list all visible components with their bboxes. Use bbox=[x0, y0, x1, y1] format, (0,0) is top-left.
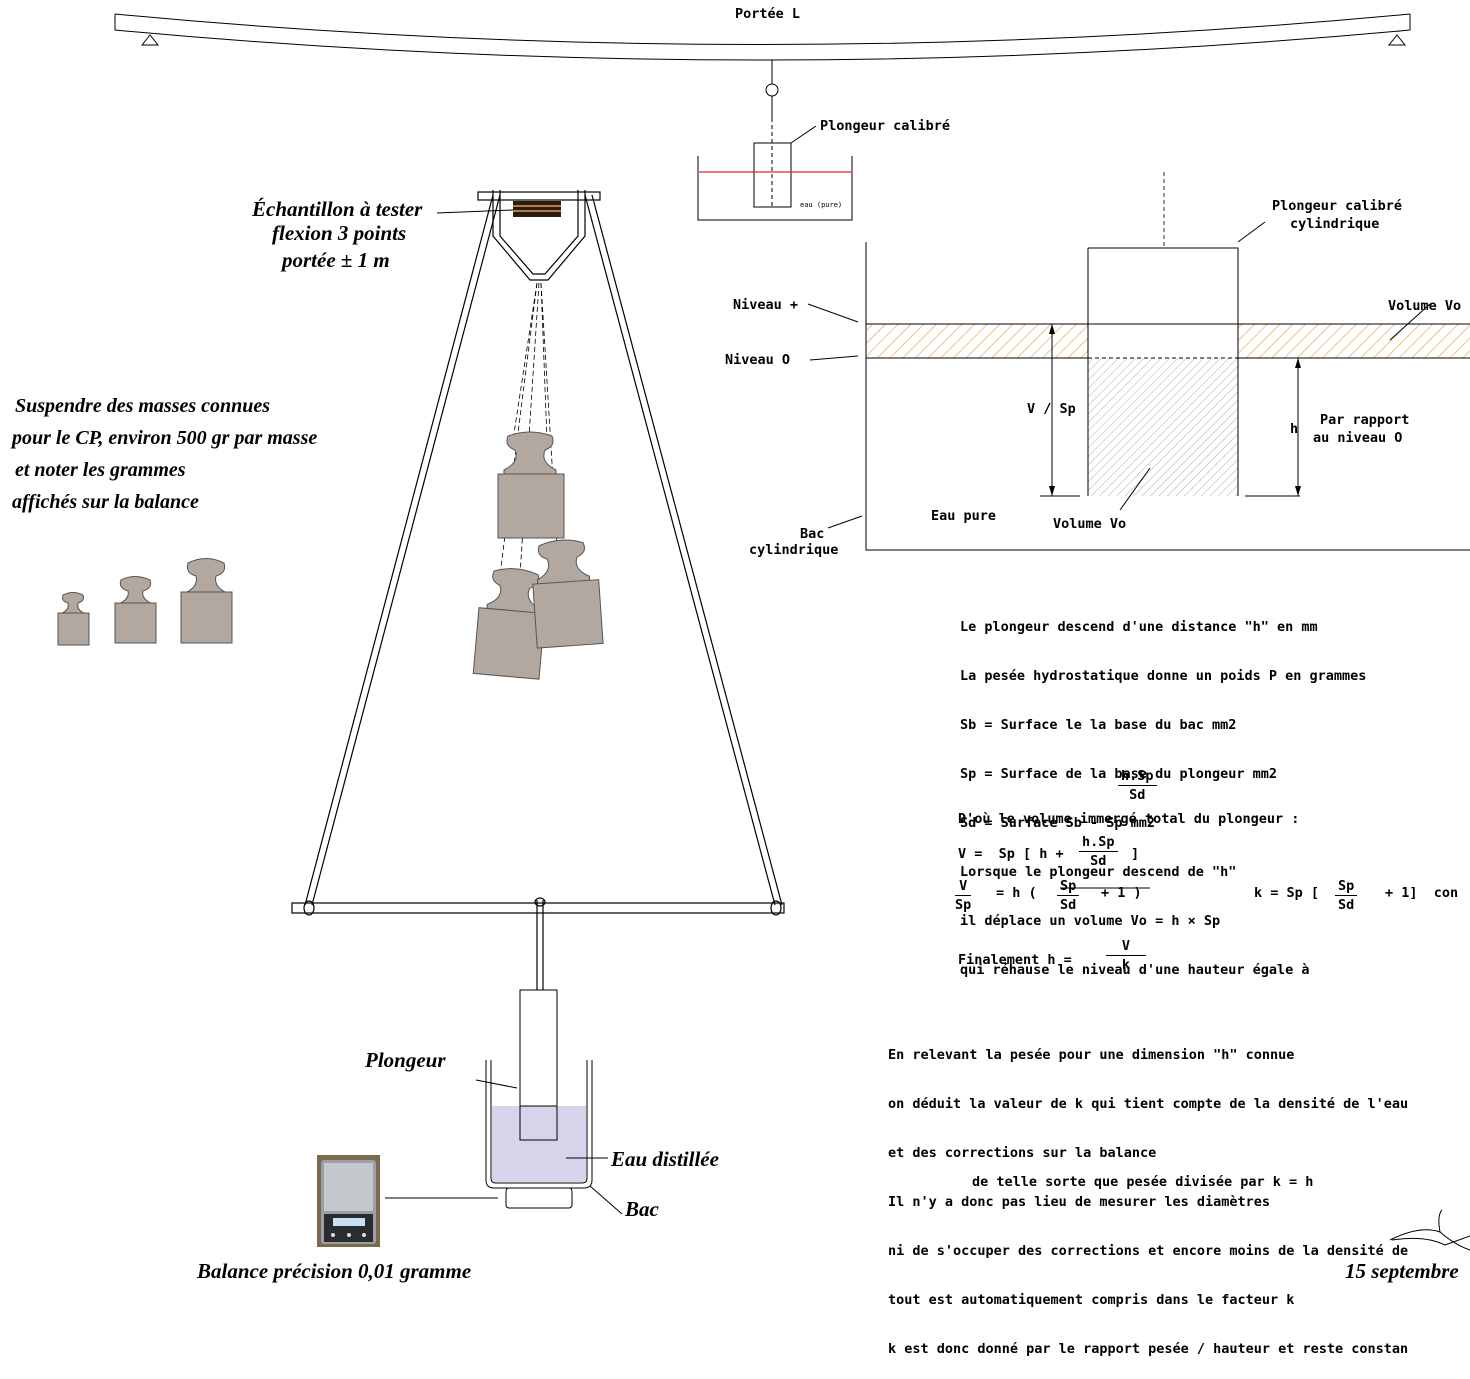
conclusion-last: de telle sorte que pesée divisée par k =… bbox=[972, 1174, 1314, 1190]
diver-title-2: cylindrique bbox=[1290, 216, 1380, 232]
tank-cyl-1: Bac bbox=[800, 526, 825, 542]
bracket: ] bbox=[1131, 846, 1140, 862]
tank-label: Bac bbox=[625, 1197, 659, 1221]
hanging-weight-2 bbox=[472, 568, 546, 680]
note-line: il déplace un volume Vo = h × Sp bbox=[960, 913, 1221, 929]
note-line: Lorsque le plongeur descend de "h" bbox=[960, 864, 1237, 880]
note-line: Le plongeur descend d'une distance "h" e… bbox=[960, 619, 1318, 635]
eq-h: = h ( bbox=[996, 885, 1037, 901]
conclusion-block: En relevant la pesée pour une dimension … bbox=[888, 1022, 1408, 1379]
conclusion-line: on déduit la valeur de k qui tient compt… bbox=[888, 1096, 1409, 1112]
h-label: h bbox=[1290, 421, 1299, 437]
note-line: Sd = Surface Sb - Sp mm2 bbox=[960, 815, 1156, 831]
scale-platform bbox=[505, 1187, 573, 1209]
precision-scale-photo bbox=[317, 1155, 380, 1247]
scale-label: Balance précision 0,01 gramme bbox=[197, 1259, 472, 1283]
conclusion-line: et des corrections sur la balance bbox=[888, 1145, 1157, 1161]
distilled-water bbox=[492, 1106, 586, 1182]
v-sp-label: V / Sp bbox=[1027, 401, 1076, 417]
left-support bbox=[140, 34, 160, 46]
conclusion-line: En relevant la pesée pour une dimension … bbox=[888, 1047, 1295, 1063]
small-diver-label: Plongeur calibré bbox=[820, 118, 951, 134]
conclusion-line: Il n'y a donc pas lieu de mesurer les di… bbox=[888, 1194, 1271, 1210]
plunger-label: Plongeur bbox=[365, 1048, 446, 1072]
diver-title-1: Plongeur calibré bbox=[1272, 198, 1403, 214]
instruction-line-1: Suspendre des masses connues bbox=[15, 395, 271, 417]
hanging-weight-1 bbox=[497, 431, 565, 539]
instruction-line-4: affichés sur la balance bbox=[12, 491, 199, 513]
span-label: Portée L bbox=[735, 6, 801, 22]
level-plus-label: Niveau + bbox=[733, 297, 799, 313]
masses-set bbox=[57, 558, 233, 646]
final-equation: Finalement h = bbox=[958, 952, 1072, 968]
date-label: 15 septembre bbox=[1345, 1259, 1459, 1283]
sample-line-2: flexion 3 points bbox=[272, 221, 407, 245]
conclusion-line: ni de s'occuper des corrections et encor… bbox=[888, 1243, 1409, 1259]
instruction-line-3: et noter les grammes bbox=[15, 459, 186, 481]
plus-one: + 1 ) bbox=[1101, 885, 1142, 901]
detail-geometry bbox=[807, 172, 1470, 551]
pure-water-label: Eau pure bbox=[931, 508, 997, 524]
small-water-label: eau (pure) bbox=[800, 201, 843, 209]
note-line: Sp = Surface de la base du plongeur mm2 bbox=[960, 766, 1277, 782]
volume-bottom-label: Volume Vo bbox=[1053, 516, 1127, 532]
tank-cyl-2: cylindrique bbox=[749, 542, 839, 558]
small-tank bbox=[697, 142, 853, 221]
immersed-text: D'où le volume immergé total du plongeur… bbox=[958, 811, 1300, 827]
conclusion-line: tout est automatiquement compris dans le… bbox=[888, 1292, 1295, 1308]
hatched-layers bbox=[866, 324, 1470, 496]
conclusion-line: k est donc donné par le rapport pesée / … bbox=[888, 1341, 1409, 1357]
notes-block: Le plongeur descend d'une distance "h" e… bbox=[960, 594, 1366, 1000]
note-line: La pesée hydrostatique donne un poids P … bbox=[960, 668, 1367, 684]
note-line: Sb = Surface le la base du bac mm2 bbox=[960, 717, 1237, 733]
loading-frame bbox=[291, 190, 785, 1000]
distilled-water-label: Eau distillée bbox=[611, 1147, 719, 1171]
h-ref-2: au niveau O bbox=[1313, 430, 1403, 446]
seagull-signature bbox=[1389, 1209, 1470, 1251]
note-line: qui réhause le niveau d'une hauteur égal… bbox=[960, 962, 1310, 978]
plus-one-b: + 1] con bbox=[1385, 885, 1459, 901]
volume-top-label: Volume Vo bbox=[1388, 298, 1462, 314]
sample-label: Échantillon à tester bbox=[252, 197, 423, 221]
right-support bbox=[1387, 34, 1407, 46]
instruction-line-2: pour le CP, environ 500 gr par masse bbox=[12, 427, 318, 449]
k-equation: k = Sp [ bbox=[1254, 885, 1320, 901]
sample-piece bbox=[513, 201, 561, 217]
v-equation: V = Sp [ h + bbox=[958, 846, 1064, 862]
drawing bbox=[57, 13, 1470, 1251]
h-ref-1: Par rapport bbox=[1320, 412, 1410, 428]
level-zero-label: Niveau O bbox=[725, 352, 791, 368]
sample-line-3: portée ± 1 m bbox=[282, 248, 390, 272]
span-beam bbox=[114, 13, 1411, 61]
hanging-weight-3 bbox=[532, 539, 604, 649]
